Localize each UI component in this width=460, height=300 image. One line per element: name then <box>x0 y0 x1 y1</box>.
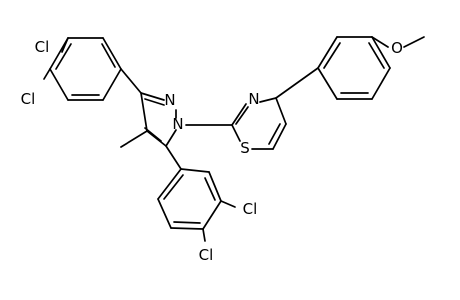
atom-label-cl: Cl <box>35 38 50 56</box>
bond-lines <box>43 36 425 242</box>
atom-label-n: N <box>172 115 183 133</box>
atom-label-cl: Cl <box>243 200 258 218</box>
atom-label-n: N <box>164 91 175 109</box>
atom-labels: Cl Cl N N N S O Cl Cl <box>21 38 403 264</box>
atom-label-n: N <box>248 90 259 108</box>
atom-label-cl: Cl <box>199 246 214 264</box>
atom-label-s: S <box>240 139 250 157</box>
atom-label-cl: Cl <box>21 90 36 108</box>
atom-label-o: O <box>391 39 403 57</box>
